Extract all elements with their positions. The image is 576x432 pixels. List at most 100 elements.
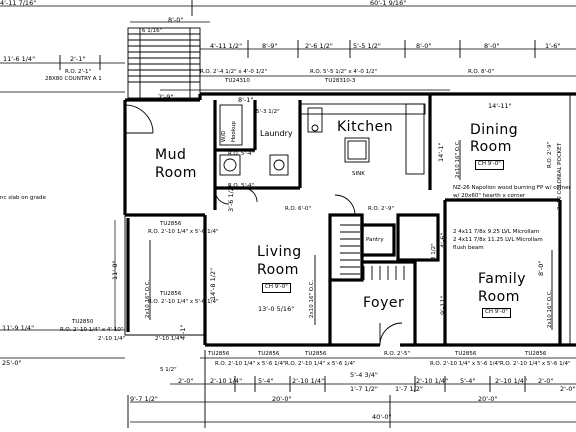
dim-interior-19: R.O. 2'-5" <box>384 351 411 357</box>
bottom-dim-mid1: 1'-7 1/2" <box>350 385 378 393</box>
right-pocket: 2x10 COLONIAL POCKET <box>557 142 563 210</box>
room-label-living-room: Room <box>257 262 299 278</box>
dim-top-eight: 8'-0" <box>168 16 184 24</box>
left-window-ro-3: R.O. 2'-10 1/4" x 4'-10" <box>60 327 124 333</box>
dim-interior-1: 2'-9" <box>158 93 174 101</box>
dim-interior-9: 14'-1" <box>437 142 445 162</box>
right-ro: R.O. 2'-9" <box>547 141 553 168</box>
dim-seg6: 2'-6 1/2" <box>305 42 333 50</box>
room-label-mud: Mud <box>155 147 187 163</box>
door-ro-top: R.O. 2'-1" <box>65 69 92 75</box>
bottom-dim-r1a: 2'-0" <box>178 377 194 385</box>
dim-seg3: 5'-5 1/2" <box>353 42 381 50</box>
dim-seg1: 4'-11 1/2" <box>210 42 243 50</box>
laundry-appliances <box>219 104 289 176</box>
note-joist-3: 2x10 16" O.C. <box>455 139 461 178</box>
bottom-window-tu-4: TU2856 <box>455 351 477 357</box>
bottom-dimension-lines <box>127 350 576 428</box>
bottom-dim-r1h: 2'-10 1/4" <box>495 377 528 385</box>
room-label-family-room: Room <box>478 289 520 305</box>
left-dim-a: 11'-9 1/4" <box>2 324 35 332</box>
door-country: 28X80 COUNTRY A 1 <box>45 76 102 82</box>
left-window-tu-2: TU2856 <box>160 291 182 297</box>
bottom-dim-r1d: 2'-10 1/4" <box>292 377 325 385</box>
window-tu-1: TU24310 <box>225 78 250 84</box>
left-dim-b: 25'-0" <box>2 359 22 367</box>
dim-interior-6: R.O. 6'-0" <box>285 206 312 212</box>
room-label-foyer: Foyer <box>363 295 405 311</box>
bottom-dim-r3: 40'-0" <box>372 413 392 421</box>
dim-overall-width: 60'-1 9/16" <box>370 0 407 7</box>
bottom-dim-right1: 2'-0" <box>560 385 576 393</box>
interior-walls <box>213 94 562 345</box>
room-label-kitchen: Kitchen <box>337 119 394 135</box>
dim-interior-12: 13'-0 5/16" <box>258 305 295 313</box>
dim-interior-8: 14'-11" <box>488 102 512 110</box>
ceiling-height-living: CH 9'-0" <box>262 283 291 293</box>
bottom-window-tu-3: TU2856 <box>305 351 327 357</box>
dim-interior-15: 9'-11" <box>439 295 447 315</box>
dim-interior-4: R.O. 5'-4" <box>228 151 255 157</box>
note-joist-2: 2x10 16" O.C. <box>309 279 315 318</box>
top-dimension-lines <box>0 0 576 91</box>
bottom-dim-r2c: 20'-0" <box>478 395 498 403</box>
dim-interior-3: 5'-3 1/2" <box>256 109 280 115</box>
dim-interior-13: 4'-6" <box>439 232 447 248</box>
left-window-ro-2: R.O. 2'-10 1/4" x 5'-6 1/4" <box>148 299 219 305</box>
ceiling-height-family: CH 9'-0" <box>482 308 511 318</box>
note-fireplace: NZ-26 Napolion wood burning FP w/ corner <box>453 185 571 191</box>
window-ro-1: R.O. 2'-4 1/2" x 4'-0 1/2" <box>200 69 267 75</box>
room-label-laundry: Laundry <box>260 129 293 138</box>
dim-interior-2: 8'-1" <box>238 96 254 104</box>
exterior-walls <box>123 92 576 347</box>
bottom-window-tu-2: TU2856 <box>258 351 280 357</box>
bottom-dim-r1c: 5'-4" <box>258 377 274 385</box>
door-swings <box>124 104 403 346</box>
room-label-pantry: Pantry <box>366 237 384 243</box>
note-wd: W/D <box>221 130 227 142</box>
dim-left-partial: 4'-11 7/16" <box>0 0 37 7</box>
bottom-window-ro-3: R.O. 2'-10 1/4" x 5'-6 1/4" <box>430 361 501 367</box>
note-fireplace-hearth: w/ 20x60" hearth x corner <box>453 193 526 199</box>
bottom-window-ro-2: R.O. 2'-10 1/4" x 5'-6 1/4" <box>285 361 356 367</box>
bottom-dim-r1f: 2'-10 1/4" <box>416 377 449 385</box>
dim-seg5: 8'-0" <box>484 42 500 50</box>
left-window-tu-1: TU2856 <box>160 221 182 227</box>
dim-interior-5: R.O. 5'-4" <box>228 183 255 189</box>
bottom-dim-r1g: 5'-4" <box>460 377 476 385</box>
dim-left-a: 11'-6 1/4" <box>3 55 36 63</box>
note-lvl-1: 2 4x11 7/8x 9.25 LVL Microllam <box>453 229 540 235</box>
left-dimension-lines <box>0 91 125 359</box>
dim-interior-14: 3 1/2" <box>431 243 437 260</box>
dim-seg-right: 1'-6" <box>545 42 561 50</box>
note-lvl-3: flush beam <box>453 245 484 251</box>
dim-interior-7: R.O. 2'-9" <box>368 206 395 212</box>
dim-left-b: 2'-1" <box>70 55 86 63</box>
rear-deck-stairs <box>127 27 201 99</box>
bottom-dim-r1e: 5'-4 3/4" <box>350 371 378 379</box>
dim-seg2: 8'-9" <box>262 42 278 50</box>
left-window-ro-1: R.O. 2'-10 1/4" x 5'-6 1/4" <box>148 229 219 235</box>
bottom-dim-mid2: 1'-7 1/2" <box>395 385 423 393</box>
room-label-dining-room: Room <box>470 139 512 155</box>
bottom-dim-r2a: 9'-7 1/2" <box>130 395 158 403</box>
dim-seg4: 8'-0" <box>416 42 432 50</box>
bottom-dim-r1i: 2'-0" <box>538 377 554 385</box>
note-sink: SINK <box>352 171 365 177</box>
dim-interior-11: 14'-8 1/2" <box>209 267 217 300</box>
ceiling-height-dining: CH 9'-0" <box>475 160 504 170</box>
room-label-family: Family <box>478 271 527 287</box>
note-slab: nc slab on grade <box>0 195 46 201</box>
dim-interior-10: 3'-6 1/2" <box>227 184 235 212</box>
window-tu-2: TU28310-3 <box>325 78 356 84</box>
bottom-window-tu-5: TU2856 <box>525 351 547 357</box>
left-window-dim-2: 2'-10 1/4" <box>155 336 183 342</box>
kitchen-counters <box>299 103 426 175</box>
dim-interior-16: 8'-0" <box>537 260 545 276</box>
bottom-dim-r1b: 2'-10 1/4" <box>210 377 243 385</box>
room-label-dining: Dining <box>470 122 519 138</box>
window-ro-2: R.O. 5'-5 1/2" x 4'-0 1/2" <box>310 69 377 75</box>
room-label-living: Living <box>257 244 302 260</box>
dim-interior-17: 11'-0" <box>111 260 119 280</box>
bottom-window-tu-1: TU2856 <box>208 351 230 357</box>
